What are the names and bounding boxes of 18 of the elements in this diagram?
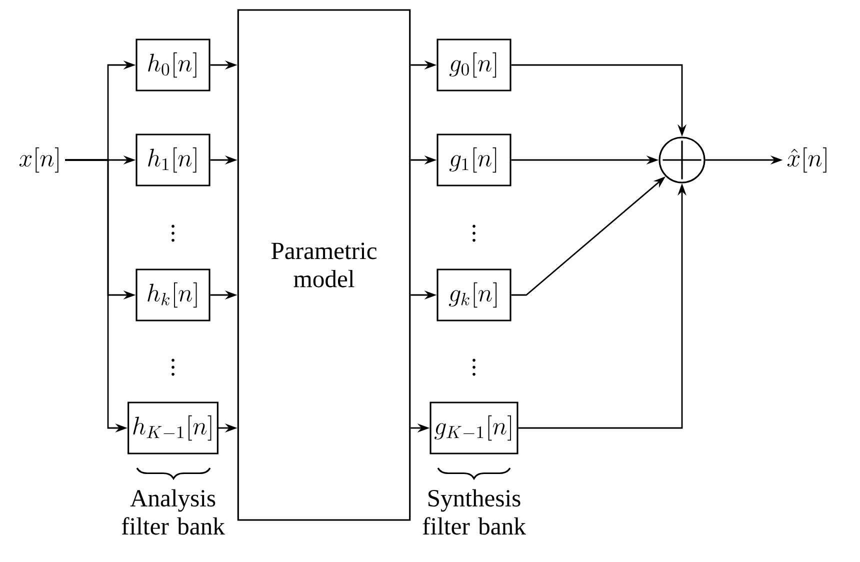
summing-junction <box>658 136 706 184</box>
caption-text: Synthesis filter bank <box>422 489 526 535</box>
filter-box: $g_1[n]$ <box>436 134 512 186</box>
filter-box: $g_0[n]$ <box>436 38 512 92</box>
filter-box: $h_0[n]$ <box>136 38 210 92</box>
vertical-dots: $\vdots$ <box>472 358 476 376</box>
vertical-dots: $\vdots$ <box>472 224 476 242</box>
vertical-dots: $\vdots$ <box>172 358 174 376</box>
signal-label: $x[n]$ <box>19 147 58 173</box>
filter-box: $g_k[n]$ <box>436 268 512 322</box>
filter-box: $h_{K-1}[n]$ <box>128 402 218 454</box>
filter-box: $h_k[n]$ <box>136 268 210 322</box>
signal-label: $\hat{x}[n]$ <box>787 147 826 173</box>
filter-box: $g_{K-1}[n]$ <box>430 402 518 454</box>
model-box: Parametric model <box>237 9 411 521</box>
caption-text: Analysis filter bank <box>122 489 225 535</box>
vertical-dots: $\vdots$ <box>172 224 174 242</box>
filter-box: $h_1[n]$ <box>136 134 210 186</box>
